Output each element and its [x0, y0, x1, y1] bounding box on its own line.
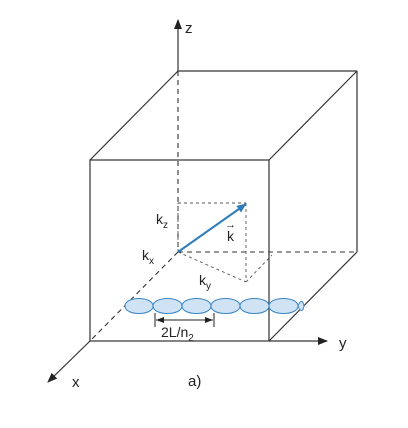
k-vector-arrow-accent: →: [225, 219, 236, 231]
figure-caption: a): [188, 373, 201, 390]
z-axis-label: z: [185, 20, 193, 37]
kz-label: kz: [156, 211, 168, 231]
proj-floor-diagonal: [245, 254, 273, 283]
axes: z y x: [47, 19, 347, 391]
wave-lobe: [210, 298, 241, 314]
x-axis-label: x: [72, 374, 80, 391]
proj-ky-diagonal: [177, 251, 247, 283]
standing-wave: [124, 298, 305, 314]
wave-lobe: [297, 301, 305, 311]
cube-top-right-edge: [268, 70, 358, 161]
wavelength-label: 2L/n2: [161, 324, 194, 344]
cube-bottom-right-edge: [268, 251, 358, 342]
hidden-edges: [89, 71, 357, 342]
hidden-edge-left-bottom: [89, 251, 179, 342]
x-axis: [47, 340, 91, 383]
wave-lobe: [239, 298, 270, 314]
wavelength-dimension: 2L/n2: [154, 313, 215, 344]
cube: [89, 70, 358, 342]
cube-top-left-edge: [89, 70, 179, 161]
cube-front-face: [89, 159, 270, 342]
wave-lobe: [181, 298, 212, 314]
wave-lobe: [124, 298, 154, 314]
wave-lobe: [152, 298, 183, 314]
k-vector-label: k: [227, 228, 235, 244]
kx-label: kx: [142, 247, 154, 267]
y-axis-label: y: [339, 335, 347, 352]
ky-label: ky: [199, 272, 211, 292]
projection-lines: [177, 202, 273, 283]
wave-lobe: [268, 298, 299, 314]
k-vector-arrow: [177, 203, 247, 253]
